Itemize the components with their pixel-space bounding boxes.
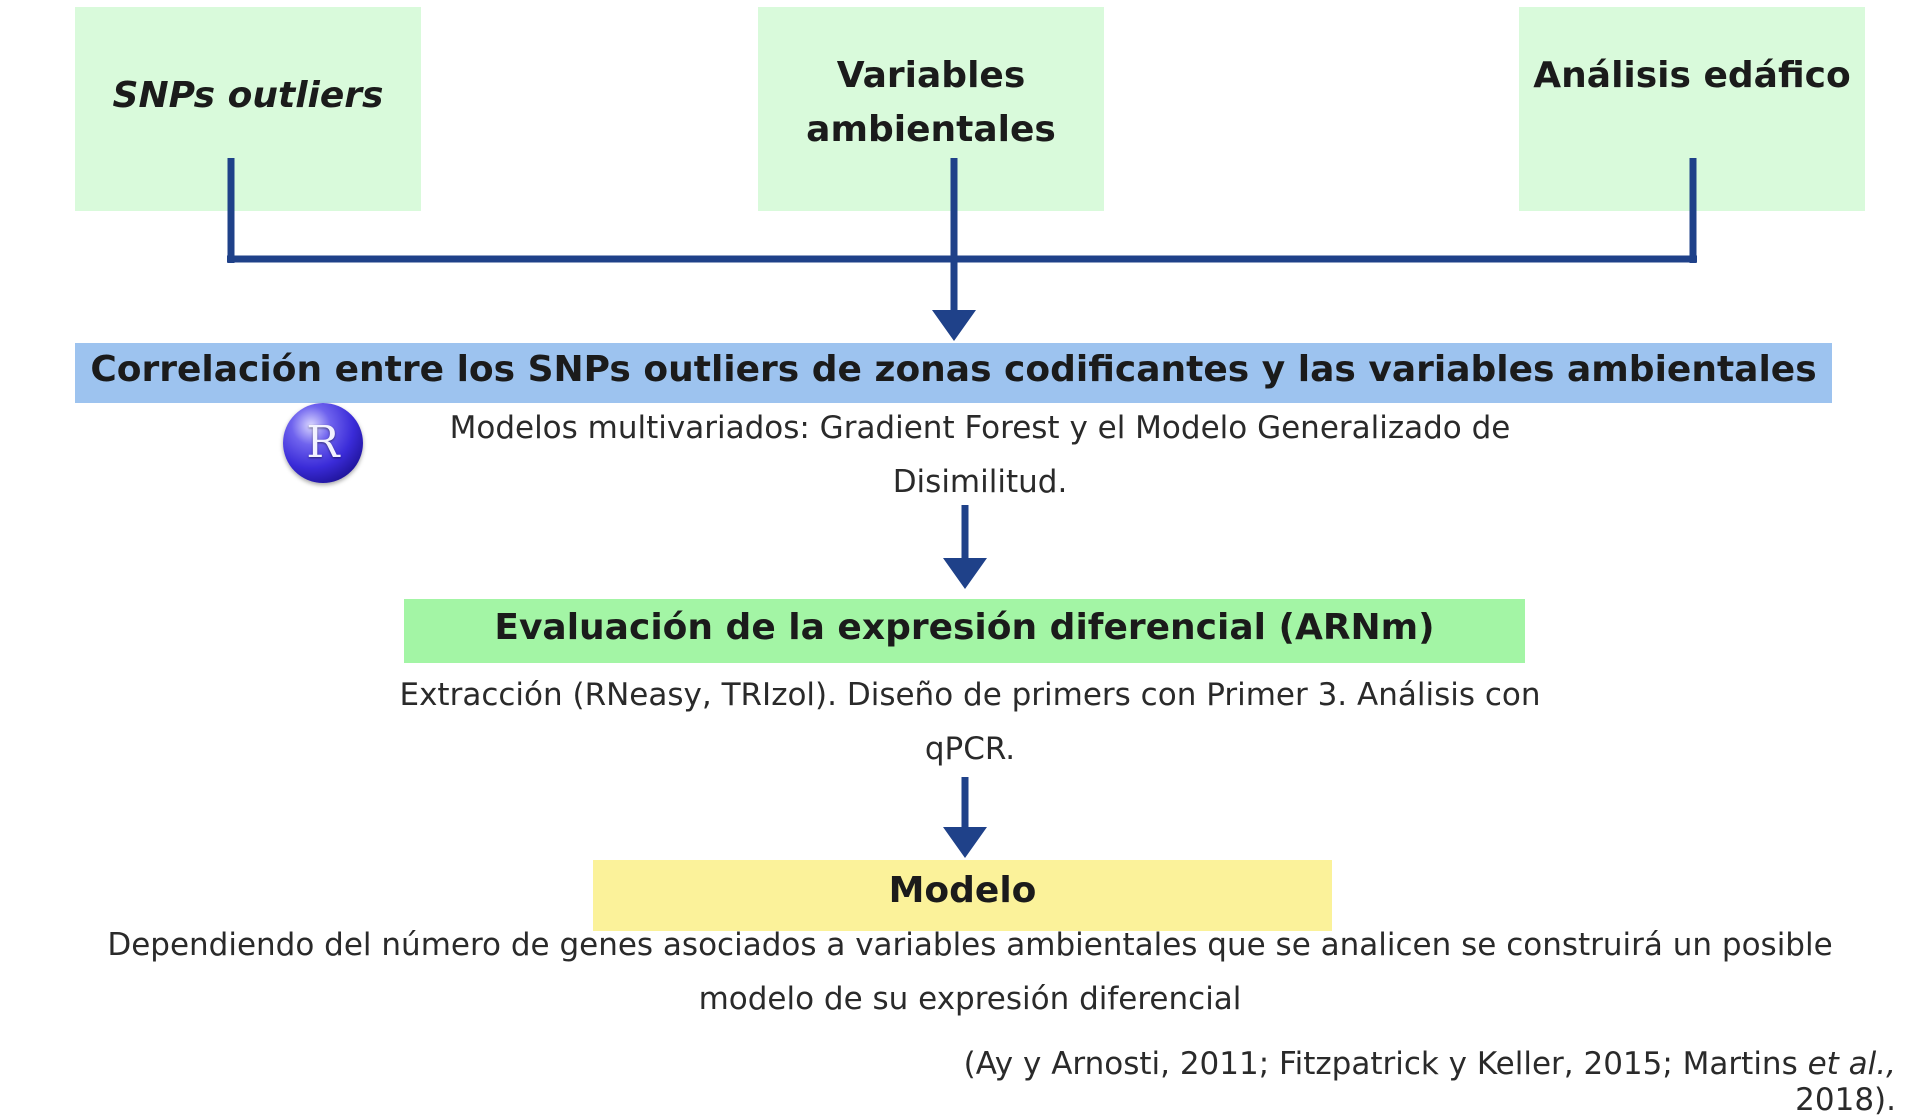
correlacion-desc-line2: Disimilitud.: [892, 464, 1068, 500]
variables-ambientales-label-line2: ambientales: [806, 109, 1056, 150]
correlacion-bar: Correlación entre los SNPs outliers de z…: [75, 343, 1832, 403]
connector-lines: [227, 158, 1697, 858]
modelo-desc-line2: modelo de su expresión diferencial: [698, 981, 1242, 1017]
r-logo-letter: R: [306, 417, 340, 468]
snps-outliers-label: SNPs outliers: [112, 75, 384, 116]
r-logo-icon: R: [283, 403, 363, 483]
evaluacion-title: Evaluación de la expresión diferencial (…: [494, 607, 1435, 648]
correlacion-title: Correlación entre los SNPs outliers de z…: [90, 349, 1817, 390]
citation-before: (Ay y Arnosti, 2011; Fitzpatrick y Kelle…: [963, 1046, 1808, 1082]
modelo-bar: Modelo: [593, 860, 1332, 931]
correlacion-desc-line1: Modelos multivariados: Gradient Forest y…: [449, 410, 1511, 446]
modelo-title: Modelo: [888, 870, 1037, 911]
arrowhead-to-evaluacion: [943, 558, 987, 589]
evaluacion-desc-line1: Extracción (RNeasy, TRIzol). Diseño de p…: [399, 677, 1541, 713]
citation-italic: et al.,: [1807, 1046, 1896, 1082]
modelo-desc-line1: Dependiendo del número de genes asociado…: [107, 927, 1833, 963]
analisis-edafico-label: Análisis edáfico: [1533, 55, 1851, 96]
citation-after: 2018).: [1795, 1082, 1896, 1118]
evaluacion-bar: Evaluación de la expresión diferencial (…: [404, 599, 1525, 663]
arrowhead-to-correlacion: [932, 310, 976, 341]
variables-ambientales-box: Variables ambientales: [758, 7, 1104, 211]
evaluacion-desc-line2: qPCR.: [924, 731, 1016, 767]
variables-ambientales-label-line1: Variables: [836, 55, 1026, 96]
arrowhead-to-modelo: [943, 827, 987, 858]
snps-outliers-box: SNPs outliers: [75, 7, 421, 211]
